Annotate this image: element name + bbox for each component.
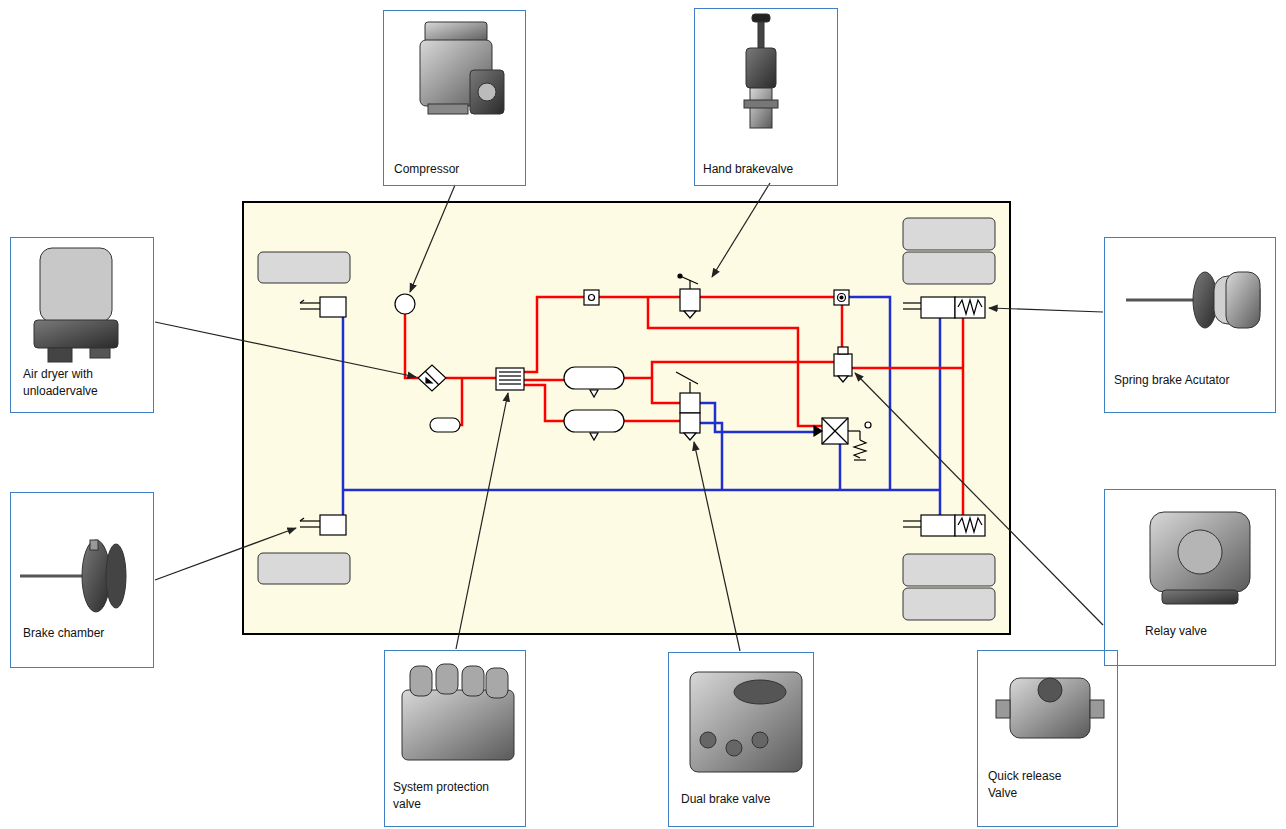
callout-box: Dual brake valve bbox=[668, 652, 814, 827]
callout-box: Hand brakevalve bbox=[694, 8, 838, 186]
supply-air-lines bbox=[405, 297, 963, 515]
part-label: Compressor bbox=[394, 161, 519, 178]
part-label: Quick release Valve bbox=[988, 768, 1078, 802]
callout-box: Air dryer with unloadervalve bbox=[10, 237, 154, 413]
callout-box: Brake chamber bbox=[10, 492, 154, 668]
part-label: System protection valve bbox=[393, 779, 505, 813]
service-air-lines bbox=[343, 297, 940, 515]
callout-box: Compressor bbox=[383, 10, 526, 186]
callout-box: Quick release Valve bbox=[977, 650, 1118, 827]
part-label: Hand brakevalve bbox=[703, 161, 831, 178]
leader-arrows bbox=[155, 183, 1103, 651]
part-pictures bbox=[20, 14, 1260, 772]
part-label: Spring brake Acutator bbox=[1114, 372, 1269, 389]
component-symbols bbox=[300, 274, 985, 536]
callout-box: Spring brake Acutator bbox=[1104, 237, 1276, 413]
part-label: Brake chamber bbox=[23, 625, 148, 642]
callout-box: System protection valve bbox=[384, 650, 526, 827]
callout-box: Relay valve bbox=[1104, 489, 1276, 666]
part-label: Relay valve bbox=[1145, 623, 1270, 640]
part-label: Dual brake valve bbox=[681, 791, 806, 808]
chassis-panel bbox=[243, 202, 1010, 634]
part-label: Air dryer with unloadervalve bbox=[23, 366, 118, 400]
wheel-symbols bbox=[258, 218, 995, 620]
